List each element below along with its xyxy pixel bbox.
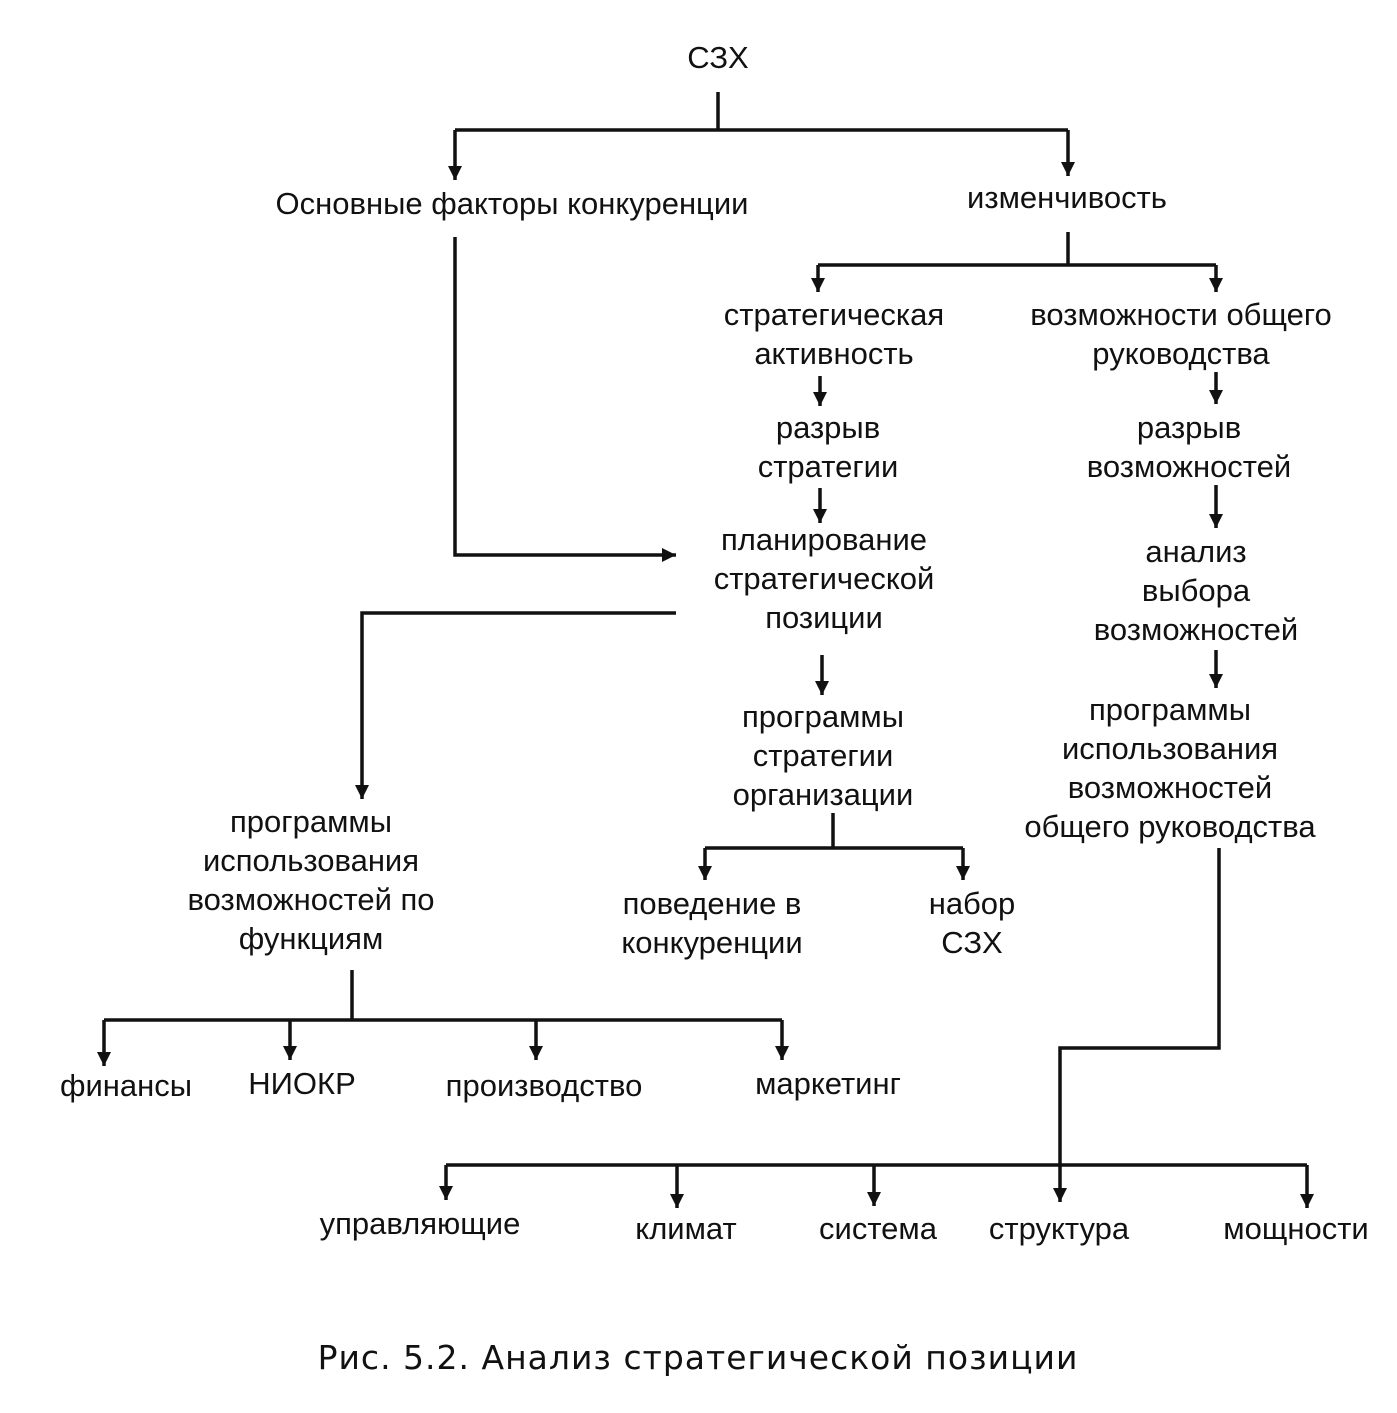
node-competitive-behavior: поведение в конкуренции [621, 886, 803, 960]
node-structure: структура [988, 1211, 1130, 1246]
arrow-planning-to-functional-programs [355, 611, 676, 799]
node-strategic-activity: стратегическая активность [723, 297, 945, 371]
node-general-mgmt-capability-programs: программы использования возможностей общ… [1024, 692, 1316, 844]
node-main-factors: Основные факторы конкуренции [275, 186, 749, 221]
node-climate: климат [635, 1211, 737, 1246]
arrow-main-factors-to-planning [453, 237, 676, 562]
node-functional-capability-programs: программы использования возможностей по … [187, 804, 435, 956]
node-org-strategy-programs: программы стратегии организации [732, 699, 914, 812]
node-capability-choice-analysis: анализ выбора возможностей [1093, 534, 1299, 647]
node-capacities: мощности [1223, 1211, 1369, 1246]
node-szh-set: набор СЗХ [928, 886, 1016, 960]
node-production: производство [445, 1068, 643, 1103]
node-strategy-gap: разрыв стратегии [757, 410, 899, 484]
node-variability: изменчивость [967, 180, 1167, 215]
figure-caption: Рис. 5.2. Анализ стратегической позиции [317, 1338, 1079, 1377]
node-root: СЗХ [687, 40, 749, 75]
node-marketing: маркетинг [755, 1066, 901, 1101]
node-managers: управляющие [319, 1206, 521, 1241]
arrow-mgmt-programs-to-structure [1053, 848, 1221, 1202]
node-capabilities-gap: разрыв возможностей [1086, 410, 1292, 484]
node-strategic-position-planning: планирование стратегической позиции [713, 522, 935, 635]
node-general-mgmt-capabilities: возможности общего руководства [1030, 297, 1332, 371]
node-rnd: НИОКР [248, 1066, 356, 1101]
node-finance: финансы [59, 1068, 193, 1103]
node-system: система [819, 1211, 937, 1246]
